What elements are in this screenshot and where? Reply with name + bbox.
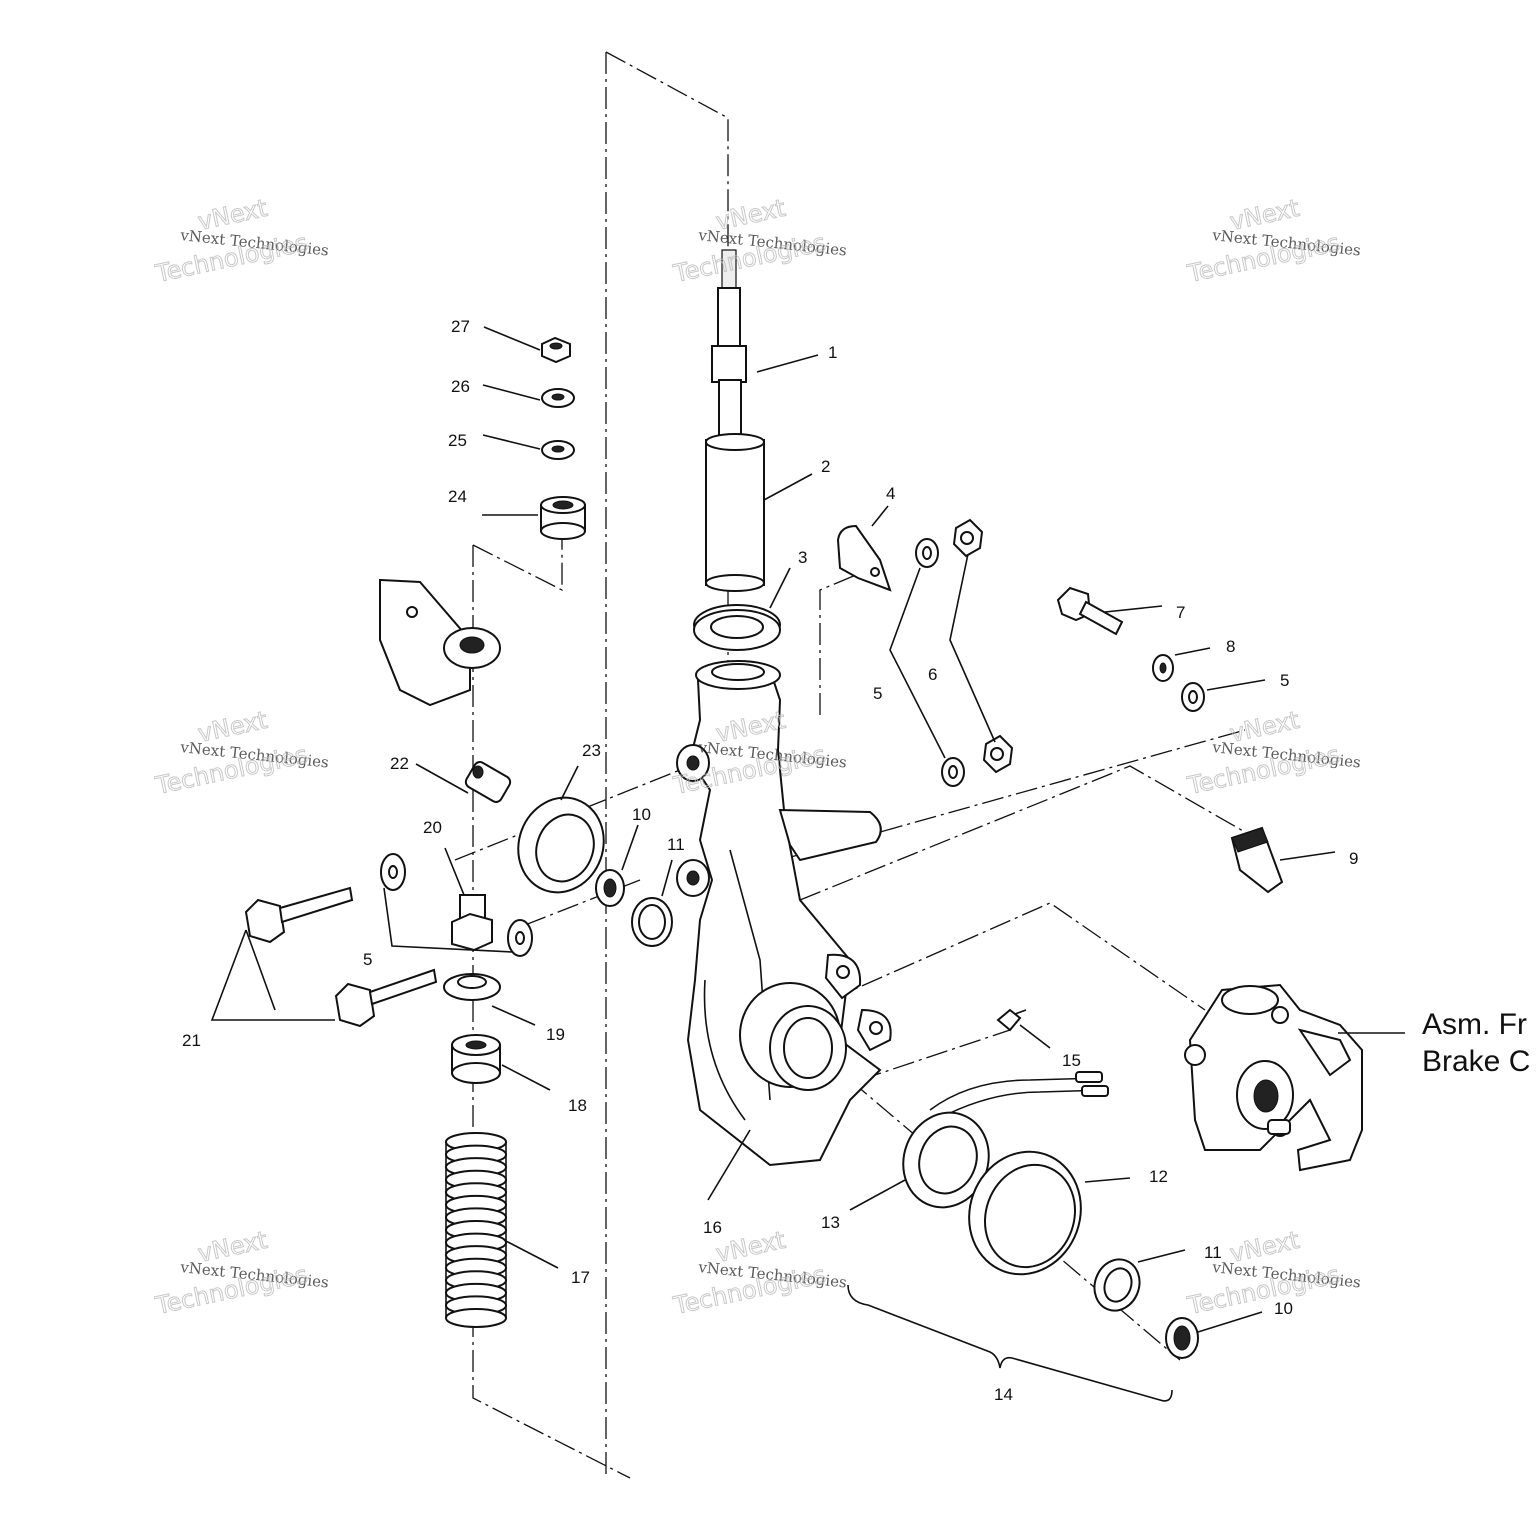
shaft-sleeve bbox=[705, 433, 765, 592]
label-18: 18 bbox=[568, 1096, 587, 1115]
coil-spring-17 bbox=[445, 1132, 507, 1328]
threaded-insert-20 bbox=[451, 894, 493, 952]
brake-caliper-assembly bbox=[1184, 983, 1363, 1172]
bearing-cone-10-left bbox=[595, 869, 625, 907]
bushing-18 bbox=[451, 1034, 501, 1084]
spindle-shaft bbox=[711, 249, 747, 441]
label-11-a: 11 bbox=[667, 835, 685, 854]
label-14: 14 bbox=[994, 1385, 1013, 1404]
label-10-a: 10 bbox=[632, 805, 651, 824]
assembly-label-line1: Asm. Fr bbox=[1422, 1008, 1527, 1041]
label-17: 17 bbox=[571, 1268, 590, 1287]
label-15: 15 bbox=[1062, 1051, 1081, 1070]
label-20: 20 bbox=[423, 818, 442, 837]
grease-fitting-22 bbox=[464, 761, 512, 803]
frame-mount-bracket bbox=[379, 578, 501, 707]
washer-5-lower bbox=[941, 757, 965, 787]
washer-26 bbox=[541, 388, 575, 408]
label-7: 7 bbox=[1176, 603, 1185, 622]
label-26: 26 bbox=[451, 377, 470, 396]
bolt-7 bbox=[1056, 586, 1124, 636]
steering-knuckle bbox=[676, 660, 892, 1167]
washer-5-right bbox=[1181, 682, 1205, 712]
ring-12 bbox=[968, 1150, 1082, 1276]
label-12: 12 bbox=[1149, 1167, 1168, 1186]
assembly-label-line2: Brake C bbox=[1422, 1045, 1530, 1078]
spring-coil bbox=[445, 1308, 507, 1328]
label-10-b: 10 bbox=[1274, 1299, 1293, 1318]
washer-25 bbox=[541, 440, 575, 460]
label-4: 4 bbox=[886, 484, 895, 503]
bearing-cone-10-right bbox=[1165, 1317, 1199, 1359]
part-number-labels: 1 2 3 4 5 6 7 8 5 9 10 11 5 21 20 22 23 … bbox=[182, 317, 1358, 1404]
label-16: 16 bbox=[703, 1218, 722, 1237]
top-ring-seal bbox=[693, 604, 781, 651]
label-27: 27 bbox=[451, 317, 470, 336]
label-8: 8 bbox=[1226, 637, 1235, 656]
bolt-21-lower bbox=[334, 968, 438, 1028]
bushing-24 bbox=[540, 496, 586, 540]
label-23: 23 bbox=[582, 741, 601, 760]
ring-13 bbox=[902, 1111, 990, 1209]
oil-seal-23 bbox=[517, 796, 605, 894]
leader-lines bbox=[415, 326, 1336, 1333]
clip-bracket bbox=[836, 524, 892, 592]
nut-6-upper bbox=[952, 518, 984, 558]
label-19: 19 bbox=[546, 1025, 565, 1044]
sensor-15 bbox=[929, 1008, 1109, 1119]
label-13: 13 bbox=[821, 1213, 840, 1232]
label-24: 24 bbox=[448, 487, 467, 506]
nut-27 bbox=[541, 336, 571, 364]
label-5-a: 5 bbox=[873, 684, 882, 703]
label-22: 22 bbox=[390, 754, 409, 773]
label-11-b: 11 bbox=[1204, 1243, 1222, 1262]
lock-washer-8 bbox=[1152, 654, 1174, 682]
label-25: 25 bbox=[448, 431, 467, 450]
assembly-callout: Asm. Fr Brake C bbox=[1422, 1008, 1530, 1078]
label-6: 6 bbox=[928, 665, 937, 684]
label-5-b: 5 bbox=[1280, 671, 1289, 690]
washer-5-upper bbox=[915, 538, 939, 568]
label-1: 1 bbox=[828, 343, 837, 362]
label-2: 2 bbox=[821, 457, 830, 476]
washer-5-left-lower bbox=[507, 919, 533, 957]
label-21: 21 bbox=[182, 1031, 201, 1050]
label-9: 9 bbox=[1349, 849, 1358, 868]
bracket-14 bbox=[847, 1284, 1173, 1402]
label-3: 3 bbox=[798, 548, 807, 567]
washer-5-left-upper bbox=[380, 853, 406, 891]
bearing-cup-11-left bbox=[631, 897, 673, 947]
flange-washer-19 bbox=[443, 973, 501, 1001]
wedge-block-9 bbox=[1230, 826, 1284, 894]
nut-6-lower bbox=[982, 734, 1014, 774]
label-5-c: 5 bbox=[363, 950, 372, 969]
bearing-cup-11-right bbox=[1093, 1258, 1141, 1312]
bolt-21-upper bbox=[244, 886, 354, 944]
